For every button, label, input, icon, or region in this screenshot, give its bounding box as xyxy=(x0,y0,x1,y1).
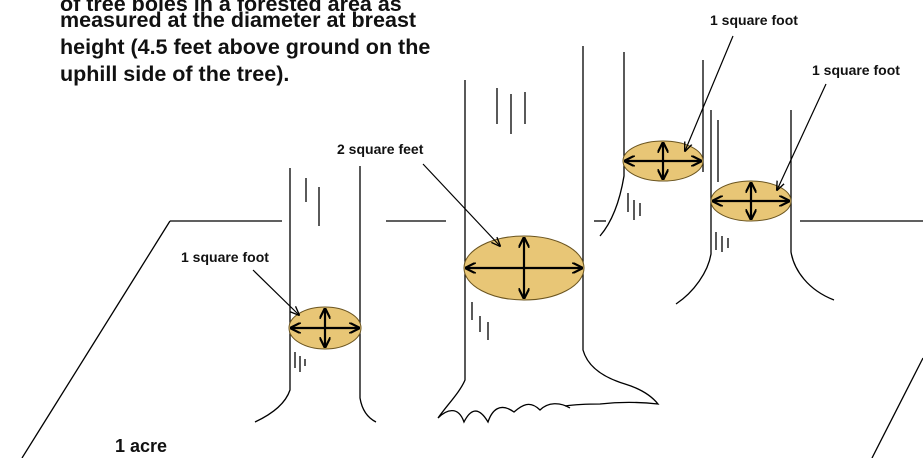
ground-right-edge xyxy=(872,358,923,458)
label-top-right: 1 square foot xyxy=(812,62,900,78)
tree-large-center xyxy=(438,46,658,422)
pointer-small-left xyxy=(253,270,299,315)
pointer-large-center xyxy=(423,164,500,246)
tree-top-right xyxy=(676,110,834,304)
description-line-4: uphill side of the tree). xyxy=(60,62,289,86)
pointer-top-right xyxy=(777,84,826,190)
label-small-left: 1 square foot xyxy=(181,249,269,265)
tree-small-left xyxy=(255,166,376,422)
label-top-left: 1 square foot xyxy=(710,12,798,28)
description-line-3: height (4.5 feet above ground on the xyxy=(60,35,430,59)
description-line-2: measured at the diameter at breast xyxy=(60,8,416,32)
ground-left-edge xyxy=(22,221,170,458)
description-text: of tree boles in a forested area as meas… xyxy=(60,0,430,86)
label-large-center: 2 square feet xyxy=(337,141,424,157)
label-acre: 1 acre xyxy=(115,436,167,456)
pointer-top-left xyxy=(685,36,733,151)
